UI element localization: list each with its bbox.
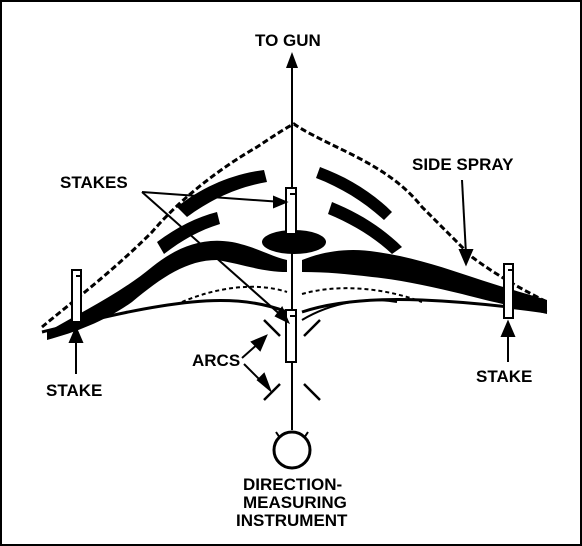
arrow-up-icon [68,325,84,343]
leaders [68,179,516,394]
arrow-up-right-icon [250,334,268,352]
label-instrument-line1: DIRECTION- [243,475,342,494]
arrow-down-icon [458,249,474,267]
arcs [263,319,321,401]
arrow-down-right-icon [274,306,290,325]
stake-center-near [285,309,297,363]
label-stake-left: STAKE [46,381,102,400]
label-arcs: ARCS [192,351,240,370]
label-instrument-line2: MEASURING [243,493,347,512]
arrow-up-icon [286,52,298,68]
line-to-gun [286,52,298,430]
label-stakes: STAKES [60,173,128,192]
stake-left [71,269,82,323]
label-stake-right: STAKE [476,367,532,386]
stake-center-far [285,187,297,235]
label-to-gun: TO GUN [255,31,321,50]
stake-right [503,263,514,319]
arrow-right-icon [273,195,289,209]
direction-measuring-instrument [272,430,312,470]
spray-pattern [41,122,548,340]
arrow-up-icon [500,319,516,337]
label-instrument-line3: INSTRUMENT [236,511,348,530]
arrow-down-right-icon [256,372,273,394]
label-side-spray: SIDE SPRAY [412,155,514,174]
